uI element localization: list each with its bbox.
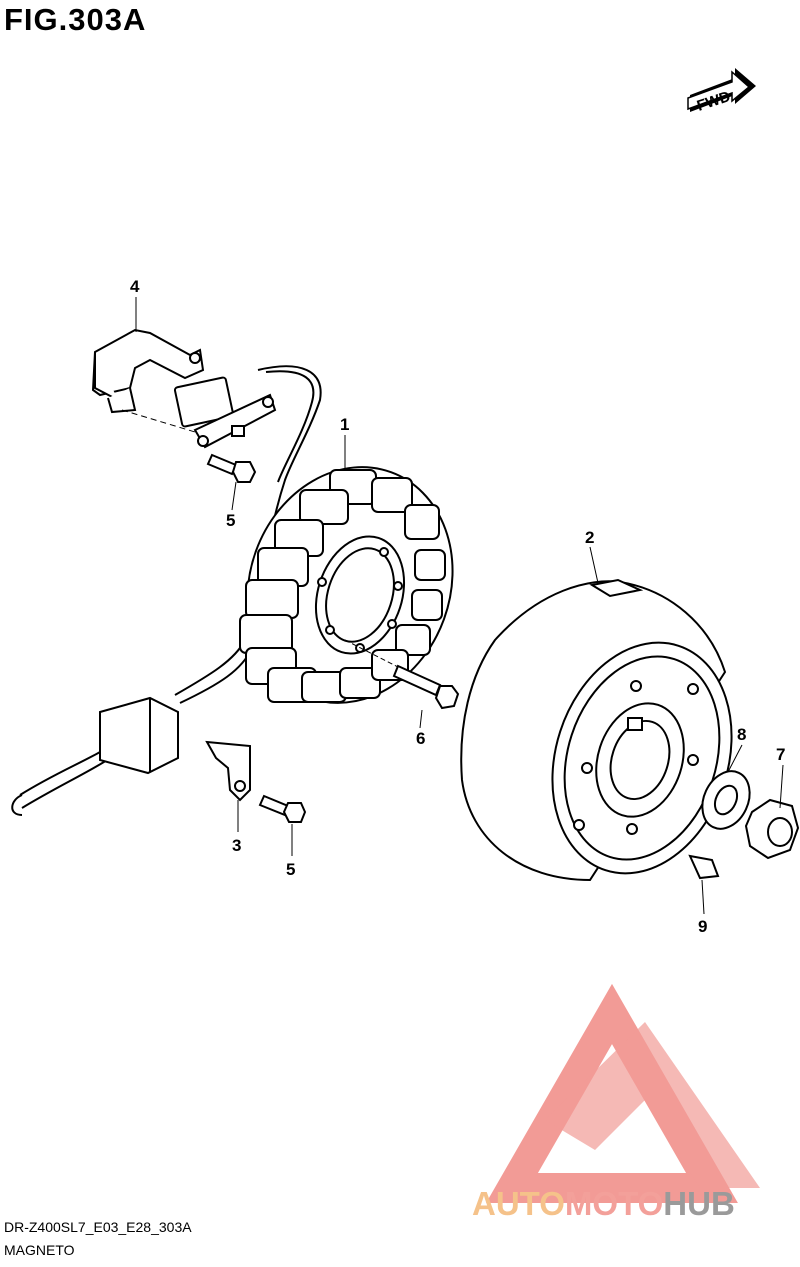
- callout-5-lower: 5: [286, 860, 295, 879]
- svg-text:AUTOMOTOHUB: AUTOMOTOHUB: [472, 1185, 735, 1222]
- stator-bolt: [344, 639, 460, 710]
- callout-3: 3: [232, 836, 241, 855]
- callout-4: 4: [130, 277, 140, 296]
- callout-1: 1: [340, 415, 349, 434]
- bracket-screw-upper: [206, 453, 257, 483]
- watermark-hub: HUB: [663, 1185, 735, 1222]
- diagram-code: DR-Z400SL7_E03_E28_303A: [4, 1219, 192, 1235]
- leader-lines: [135, 297, 784, 915]
- stator: [239, 466, 454, 704]
- watermark-logo: [486, 983, 760, 1203]
- rotor-flywheel: [460, 578, 733, 882]
- callout-6: 6: [416, 729, 425, 748]
- watermark-wordmark: AUTOMOTOHUB: [472, 1185, 735, 1222]
- callout-7: 7: [776, 745, 785, 764]
- clamp-screw-lower: [258, 794, 307, 823]
- washer: [701, 770, 751, 830]
- watermark-auto: AUTO: [472, 1185, 565, 1222]
- wire-bracket: [91, 328, 277, 449]
- wire-clamp: [205, 740, 251, 802]
- callout-9: 9: [698, 917, 707, 936]
- watermark-moto: MOTO: [565, 1185, 663, 1222]
- callout-2: 2: [585, 528, 594, 547]
- harness-connector: [99, 696, 179, 775]
- fwd-arrow-icon: FWD: [687, 68, 756, 115]
- callout-5-upper: 5: [226, 511, 235, 530]
- figure-title: FIG.303A: [4, 2, 147, 37]
- callout-8: 8: [737, 725, 746, 744]
- woodruff-key: [688, 854, 720, 880]
- rotor-nut: [744, 798, 800, 860]
- section-name: MAGNETO: [4, 1242, 75, 1258]
